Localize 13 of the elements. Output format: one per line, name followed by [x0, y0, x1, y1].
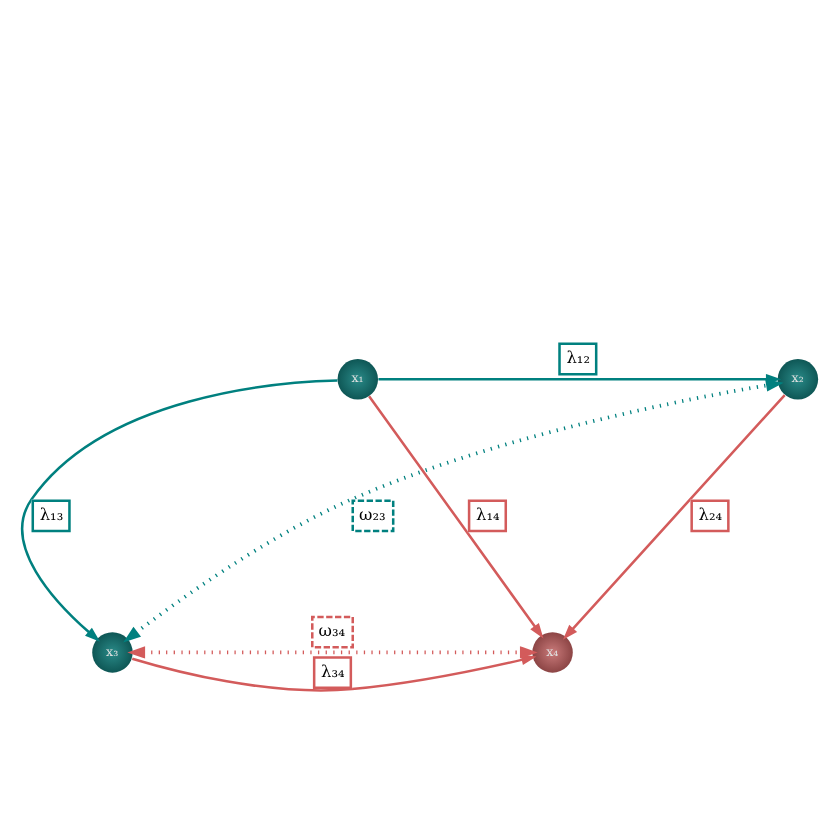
edge-label: λ₃₄ — [321, 660, 345, 681]
edge-label: λ₁₃ — [39, 504, 64, 525]
edge-label: ω₃₄ — [318, 620, 346, 641]
arrow — [562, 394, 786, 640]
arrow — [123, 379, 784, 643]
edge-label: λ₁₄ — [476, 504, 500, 525]
arrow — [127, 646, 538, 659]
arrow — [21, 379, 338, 642]
arrow — [368, 395, 544, 639]
edge-label: ω₂₃ — [359, 504, 386, 525]
edge-label: λ₁₂ — [566, 347, 591, 368]
arrow — [131, 654, 537, 692]
edge-label: λ₂₄ — [698, 504, 723, 525]
